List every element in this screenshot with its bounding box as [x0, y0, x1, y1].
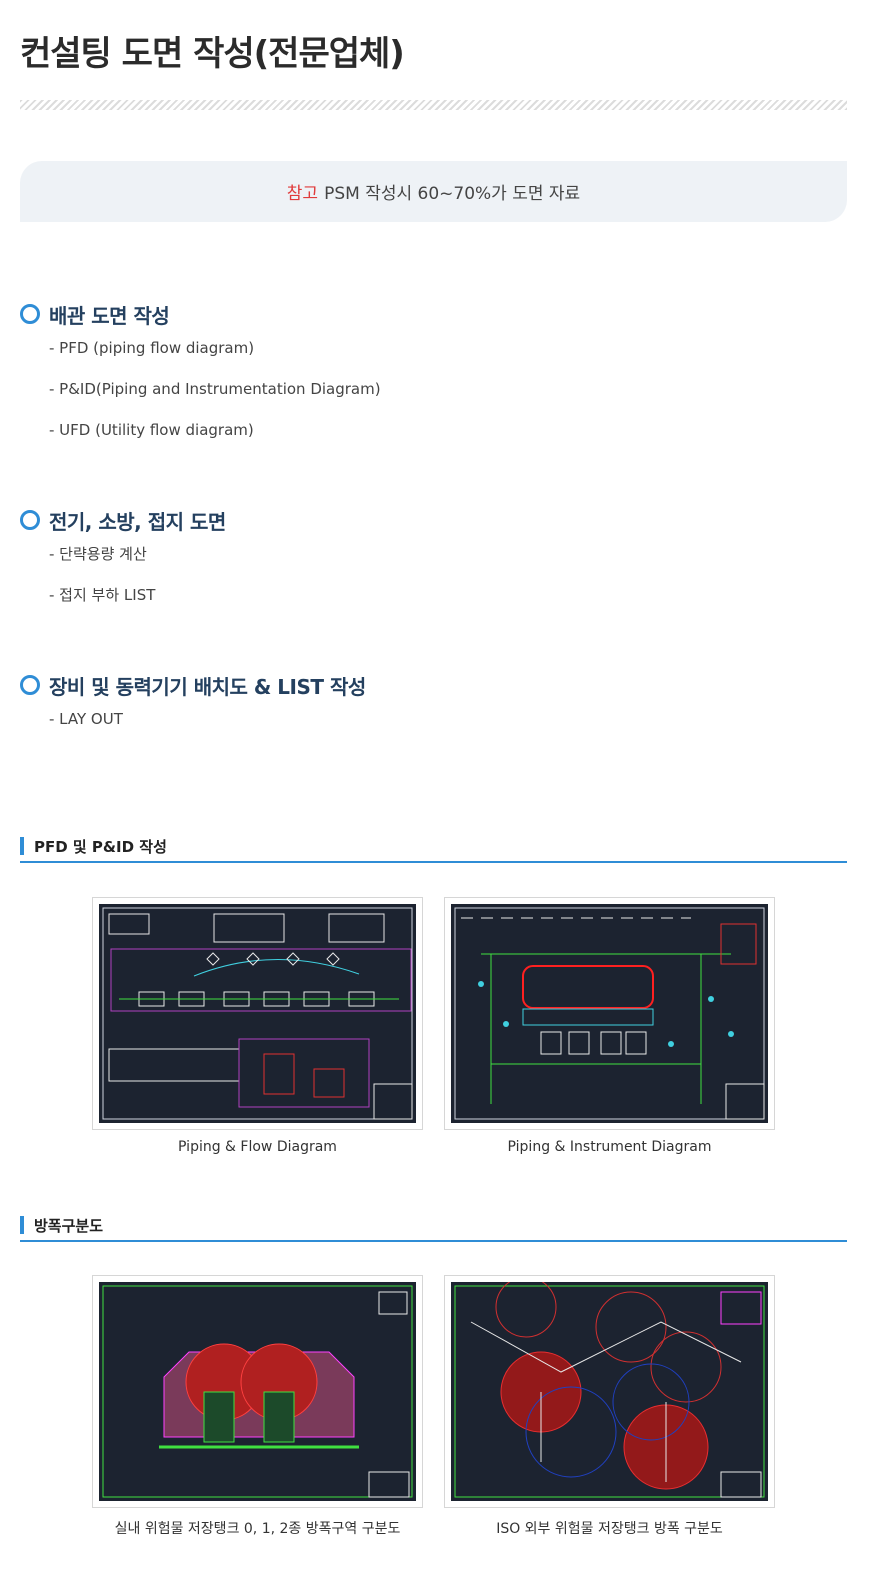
figure-caption: Piping & Flow Diagram	[178, 1139, 337, 1155]
page-title: 컨설팅 도면 작성(전문업체)	[20, 34, 405, 74]
figure-caption: 실내 위험물 저장탱크 0, 1, 2종 방폭구역 구분도	[114, 1521, 401, 1537]
list-item: - 접지 부하 LIST	[49, 586, 156, 604]
pid-drawing-image	[451, 904, 768, 1123]
figure-pid[interactable]	[444, 897, 775, 1130]
note-tag: 참고	[286, 184, 319, 204]
heading-bar-icon	[20, 1216, 24, 1234]
figure-caption: ISO 외부 위험물 저장탱크 방폭 구분도	[496, 1521, 723, 1537]
section-title: 장비 및 동력기기 배치도 & LIST 작성	[49, 674, 366, 699]
title-divider	[20, 100, 847, 110]
figure-indoor-zone[interactable]	[92, 1275, 423, 1508]
gallery-title: 방폭구분도	[34, 1216, 104, 1235]
circle-bullet-icon	[20, 304, 40, 324]
indoor-zone-drawing-image	[99, 1282, 416, 1501]
section-layout: 장비 및 동력기기 배치도 & LIST 작성 - LAY OUT	[20, 671, 366, 740]
iso-zone-drawing-image	[451, 1282, 768, 1501]
section-electrical: 전기, 소방, 접지 도면 - 단략용량 계산 - 접지 부하 LIST	[20, 506, 226, 616]
list-item: - UFD (Utility flow diagram)	[49, 421, 254, 439]
section-piping: 배관 도면 작성 - PFD (piping flow diagram) - P…	[20, 300, 381, 451]
gallery-heading-pfd: PFD 및 P&ID 작성	[20, 831, 847, 863]
circle-bullet-icon	[20, 675, 40, 695]
list-item: - 단략용량 계산	[49, 545, 147, 563]
section-title: 전기, 소방, 접지 도면	[49, 509, 226, 534]
gallery-heading-explosion: 방폭구분도	[20, 1210, 847, 1242]
list-item: - PFD (piping flow diagram)	[49, 339, 255, 357]
figure-pfd[interactable]	[92, 897, 423, 1130]
figure-iso-zone[interactable]	[444, 1275, 775, 1508]
heading-bar-icon	[20, 837, 24, 855]
circle-bullet-icon	[20, 510, 40, 530]
gallery-title: PFD 및 P&ID 작성	[34, 837, 167, 856]
section-title: 배관 도면 작성	[49, 303, 170, 328]
list-item: - P&ID(Piping and Instrumentation Diagra…	[49, 380, 381, 398]
figure-caption: Piping & Instrument Diagram	[507, 1139, 712, 1155]
pfd-drawing-image	[99, 904, 416, 1123]
note-text: PSM 작성시 60~70%가 도면 자료	[324, 184, 581, 204]
note-box: 참고 PSM 작성시 60~70%가 도면 자료	[20, 161, 847, 222]
list-item: - LAY OUT	[49, 710, 123, 728]
